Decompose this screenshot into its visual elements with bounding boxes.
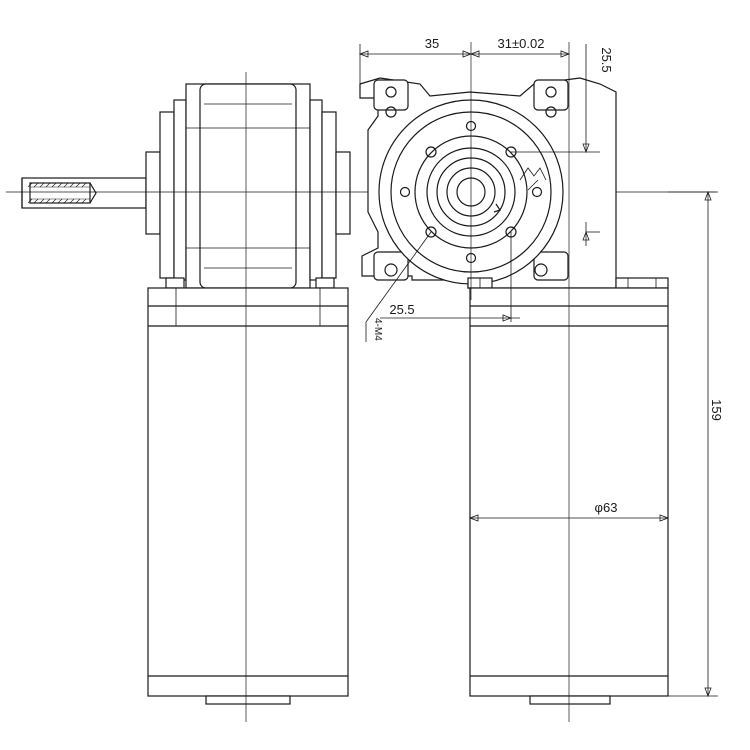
dim-4-m4-label: 4-M4: [372, 318, 383, 341]
dim-25-5-bottom-label: 25.5: [389, 302, 414, 317]
dim-25-5-top-label: 25.5: [599, 47, 614, 72]
dim-31-label: 31±0.02: [498, 36, 545, 51]
dim-35-label: 35: [425, 36, 439, 51]
front-view: [359, 42, 669, 722]
dim-phi63-label: φ63: [595, 500, 618, 515]
dim-159-label: 159: [709, 399, 724, 421]
dimensions: 35 31±0.02 25.5 25.5 4-M4 159: [358, 36, 724, 698]
output-shaft: [21, 177, 147, 209]
motor-body-side: [147, 287, 349, 705]
gearbox-front: [359, 77, 669, 289]
gearbox-side: [145, 83, 351, 289]
side-view: [21, 72, 351, 722]
